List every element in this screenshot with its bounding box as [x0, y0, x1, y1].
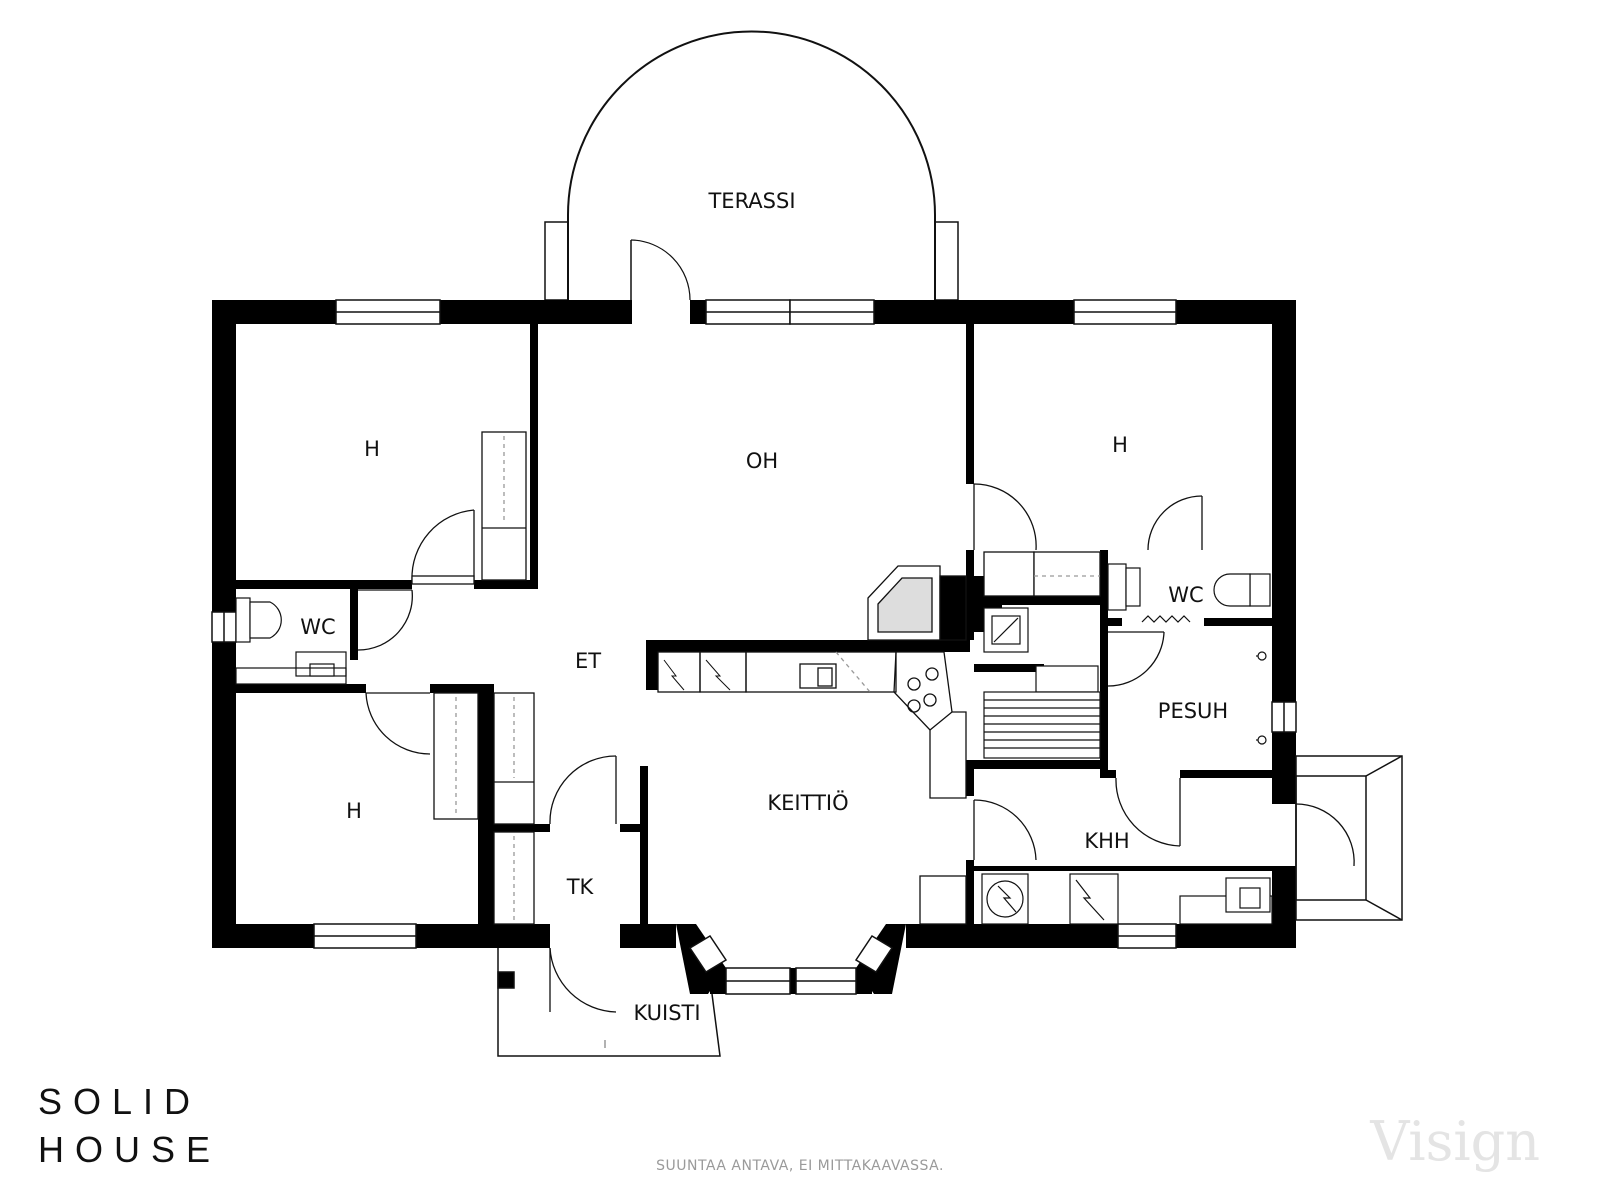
room-label-et: ET	[575, 649, 601, 673]
utility-fixtures	[981, 873, 1273, 925]
room-label-keittio: KEITTIÖ	[767, 790, 848, 815]
room-label-h-top-left: H	[364, 437, 380, 461]
room-label-wc-left: WC	[300, 615, 335, 639]
room-label-h-bottom-left: H	[346, 799, 362, 823]
room-label-tk: TK	[566, 875, 595, 899]
sauna	[983, 607, 1101, 759]
cabinets	[433, 431, 1101, 925]
room-label-pesuh: PESUH	[1158, 699, 1228, 723]
room-label-terassi: TERASSI	[707, 189, 795, 213]
watermark: Visign	[1370, 1110, 1540, 1173]
disclaimer-note: SUUNTAA ANTAVA, EI MITTAKAAVASSA.	[656, 1158, 944, 1174]
room-label-wc-right: WC	[1168, 583, 1203, 607]
kitchen-fixtures	[657, 651, 967, 799]
room-label-h-top-right: H	[1112, 433, 1128, 457]
room-label-kuisti: KUISTI	[633, 1001, 700, 1025]
logo-line-1: SOLID	[38, 1081, 202, 1122]
brand-logo: SOLID HOUSE	[38, 1078, 221, 1174]
doors	[357, 483, 1355, 1013]
porch	[497, 948, 721, 1057]
room-labels: TERASSI OH H H H WC WC ET PESUH KEITTIÖ …	[300, 189, 1228, 1025]
terrace	[544, 30, 959, 301]
room-label-oh: OH	[746, 449, 778, 473]
right-deck	[1295, 755, 1403, 921]
windows	[211, 299, 1297, 995]
fireplace	[867, 565, 967, 641]
bathroom-fixtures	[235, 563, 1271, 745]
logo-line-2: HOUSE	[38, 1129, 222, 1170]
room-label-khh: KHH	[1084, 829, 1129, 853]
